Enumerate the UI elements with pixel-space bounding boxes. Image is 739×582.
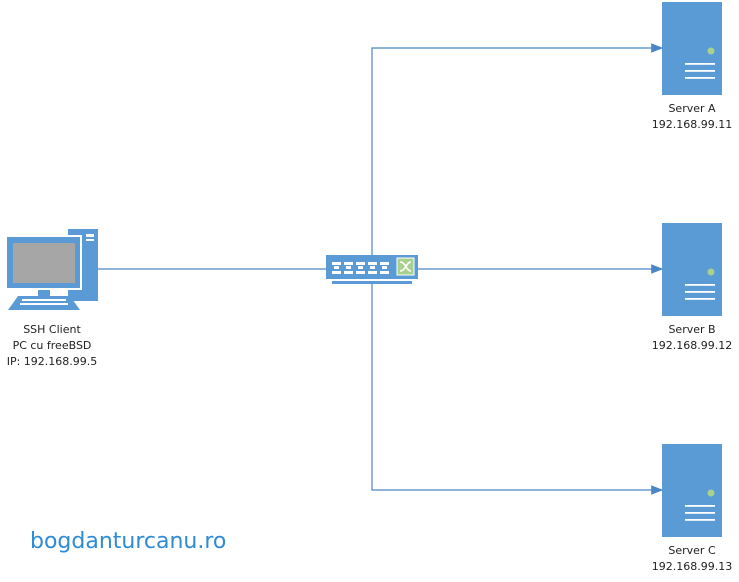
client-label-3: IP: 192.168.99.5 xyxy=(7,355,98,368)
server-a: Server A 192.168.99.11 xyxy=(652,2,732,131)
pc-icon xyxy=(5,229,98,310)
server-name: Server C xyxy=(668,544,716,557)
link-server-a xyxy=(371,43,664,255)
watermark: bogdanturcanu.ro xyxy=(30,529,226,554)
client-label-2: PC cu freeBSD xyxy=(13,339,92,352)
switch-icon xyxy=(326,255,418,284)
server-ip: 192.168.99.11 xyxy=(652,118,732,131)
server-b: Server B 192.168.99.12 xyxy=(652,223,732,352)
server-c: Server C 192.168.99.13 xyxy=(652,444,732,573)
server-ip: 192.168.99.12 xyxy=(652,339,732,352)
connections xyxy=(98,43,664,495)
server-name: Server A xyxy=(668,102,716,115)
link-server-c xyxy=(371,283,664,495)
server-ip: 192.168.99.13 xyxy=(652,560,732,573)
client-label-1: SSH Client xyxy=(23,323,81,336)
server-name: Server B xyxy=(668,323,715,336)
